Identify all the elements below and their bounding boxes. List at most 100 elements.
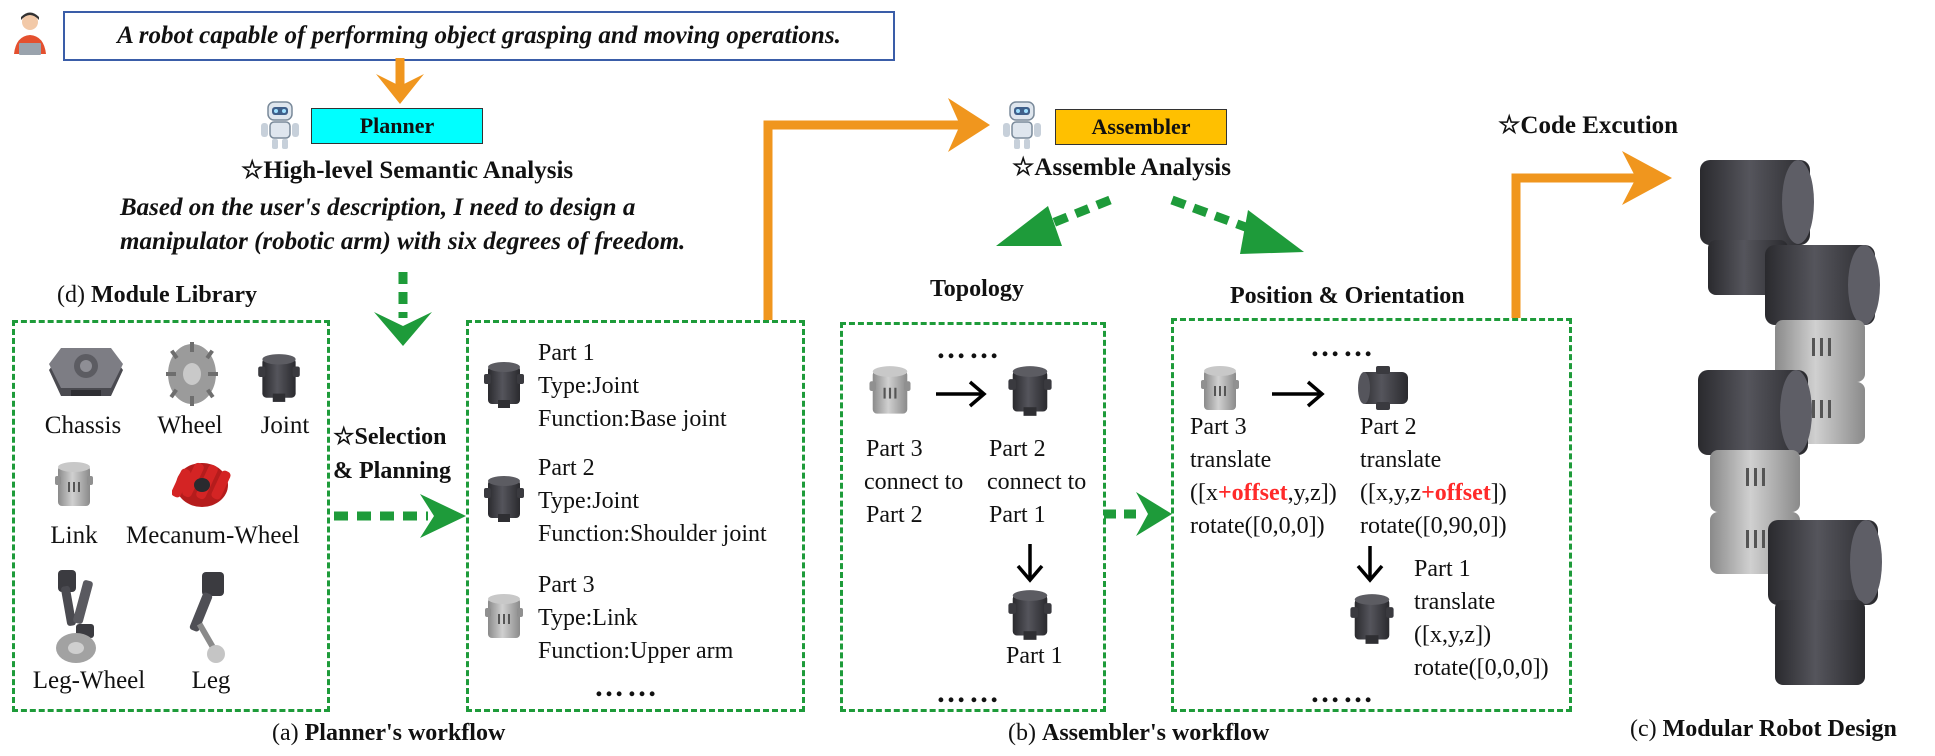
planner-part3-function: Function:Upper arm [538, 638, 734, 664]
module-library-title: (d) Module Library [57, 282, 257, 310]
user-prompt-box: A robot capable of performing object gra… [63, 11, 895, 61]
code-execution-label: ☆Code Excution [1498, 112, 1679, 139]
leg-image [182, 570, 236, 666]
topology-ellipsis-top: …… [936, 332, 1002, 365]
pos-p2-offset: +offset [1421, 480, 1491, 506]
pos-p1-name: Part 1 [1414, 556, 1471, 582]
planner-part1-name: Part 1 [538, 340, 595, 366]
position-title: Position & Orientation [1230, 283, 1465, 309]
orange-arrowhead-code-execution [1622, 151, 1672, 205]
mecanum-wheel-image [171, 458, 232, 512]
position-ellipsis-top: …… [1310, 330, 1376, 363]
caption-b-prefix: (b) [1008, 720, 1036, 746]
modular-robot-image [1680, 150, 1925, 695]
planner-badge: Planner [311, 108, 483, 144]
position-arrowhead-right [1306, 380, 1325, 408]
caption-a-prefix: (a) [272, 720, 299, 746]
topo-p3-line3: Part 2 [866, 502, 923, 528]
caption-c-text: Modular Robot Design [1662, 716, 1897, 742]
pos-p2-vector: ([x,y,z+offset]) [1360, 480, 1507, 508]
planner-badge-label: Planner [359, 113, 435, 138]
module-joint-label: Joint [260, 412, 310, 439]
caption-c: (c) Modular Robot Design [1630, 716, 1897, 744]
pos-p2-name: Part 2 [1360, 414, 1417, 440]
pos-p3-translate: translate [1190, 447, 1272, 473]
position-arrowhead-down [1356, 564, 1384, 583]
position-box [1171, 318, 1572, 712]
topo-p3-line1: Part 3 [866, 436, 923, 462]
selection-label-line1: ☆Selection [333, 424, 447, 450]
module-mecanum-wheel-label: Mecanum-Wheel [126, 522, 300, 549]
wheel-image [164, 340, 220, 408]
topo-p2-line1: Part 2 [989, 436, 1046, 462]
topo-p1: Part 1 [1006, 643, 1063, 669]
module-chassis-label: Chassis [44, 412, 122, 439]
pos-p3-vector: ([x+offset,y,z]) [1190, 480, 1337, 508]
planner-part3-type: Type:Link [538, 605, 638, 631]
topology-title: Topology [930, 276, 1024, 302]
orange-arrowhead-planner [376, 74, 424, 104]
user-icon [10, 8, 50, 58]
module-library-label: Module Library [90, 282, 257, 308]
pos-p2-vec-b: ]) [1490, 480, 1507, 506]
user-prompt-text: A robot capable of performing object gra… [117, 22, 841, 49]
module-leg-label: Leg [191, 667, 231, 694]
pos-p2-vec-a: ([x,y,z [1360, 480, 1422, 506]
planner-part2-name: Part 2 [538, 455, 595, 481]
planner-part2-type: Type:Joint [538, 488, 639, 514]
caption-c-prefix: (c) [1630, 716, 1657, 742]
planner-part1-function: Function:Base joint [538, 406, 727, 432]
pos-p2-translate: translate [1360, 447, 1442, 473]
pos-p3-name: Part 3 [1190, 414, 1247, 440]
assembler-robot-icon [1000, 100, 1044, 150]
module-wheel-label: Wheel [157, 412, 223, 439]
planner-analysis-line1: Based on the user's description, I need … [120, 194, 636, 221]
orange-arrowhead-assembler [948, 98, 990, 152]
planner-analysis-line2: manipulator (robotic arm) with six degre… [120, 228, 686, 255]
pos-p1-rotate: rotate([0,0,0]) [1414, 655, 1549, 681]
pos-p1-translate: translate [1414, 589, 1496, 615]
green-arrowhead-down [374, 312, 432, 346]
selection-label-line2: & Planning [333, 458, 452, 484]
pos-p3-vec-a: ([x [1190, 480, 1218, 506]
green-arrowhead-topology [996, 206, 1062, 246]
topology-arrowhead-right [968, 380, 987, 408]
caption-b: (b) Assembler's workflow [1008, 720, 1269, 748]
topology-ellipsis-bottom: …… [936, 676, 1002, 709]
position-ellipsis-bottom: …… [1310, 676, 1376, 709]
planner-parts-box [466, 320, 805, 712]
planner-part2-function: Function:Shoulder joint [538, 521, 767, 547]
orange-arrow-planner-to-assembler [763, 120, 965, 320]
planner-analysis-title: ☆High-level Semantic Analysis [241, 157, 574, 184]
planner-parts-ellipsis: …… [594, 670, 660, 703]
planner-robot-icon [258, 100, 302, 150]
pos-p3-offset: +offset [1217, 480, 1288, 506]
planner-part1-type: Type:Joint [538, 373, 639, 399]
module-leg-wheel-label: Leg-Wheel [32, 667, 146, 694]
topo-p2-line3: Part 1 [989, 502, 1046, 528]
position-part2-image [1356, 366, 1412, 412]
topo-p2-line2: connect to [987, 469, 1087, 495]
topo-p3-line2: connect to [864, 469, 964, 495]
green-arrowhead-topology-position [1136, 492, 1172, 536]
planner-part3-name: Part 3 [538, 572, 595, 598]
pos-p3-rotate: rotate([0,0,0]) [1190, 513, 1325, 539]
assembler-badge: Assembler [1055, 109, 1227, 145]
pos-p2-rotate: rotate([0,90,0]) [1360, 513, 1507, 539]
module-library-box [12, 320, 330, 712]
pos-p1-vector: ([x,y,z]) [1414, 622, 1492, 648]
caption-a: (a) Planner's workflow [272, 720, 505, 748]
module-link-label: Link [50, 522, 98, 549]
assembler-analysis-title: ☆Assemble Analysis [1012, 154, 1231, 181]
caption-b-text: Assembler's workflow [1041, 720, 1270, 746]
chassis-image [47, 344, 125, 406]
green-arrowhead-selection [420, 494, 466, 538]
module-library-prefix: (d) [57, 282, 85, 308]
green-arrowhead-position [1240, 210, 1304, 254]
topology-arrowhead-down [1016, 564, 1044, 583]
orange-arrow-to-code-execution [1511, 173, 1640, 318]
caption-a-text: Planner's workflow [304, 720, 506, 746]
leg-wheel-image [50, 566, 106, 666]
green-arrow-to-position [1170, 195, 1272, 241]
